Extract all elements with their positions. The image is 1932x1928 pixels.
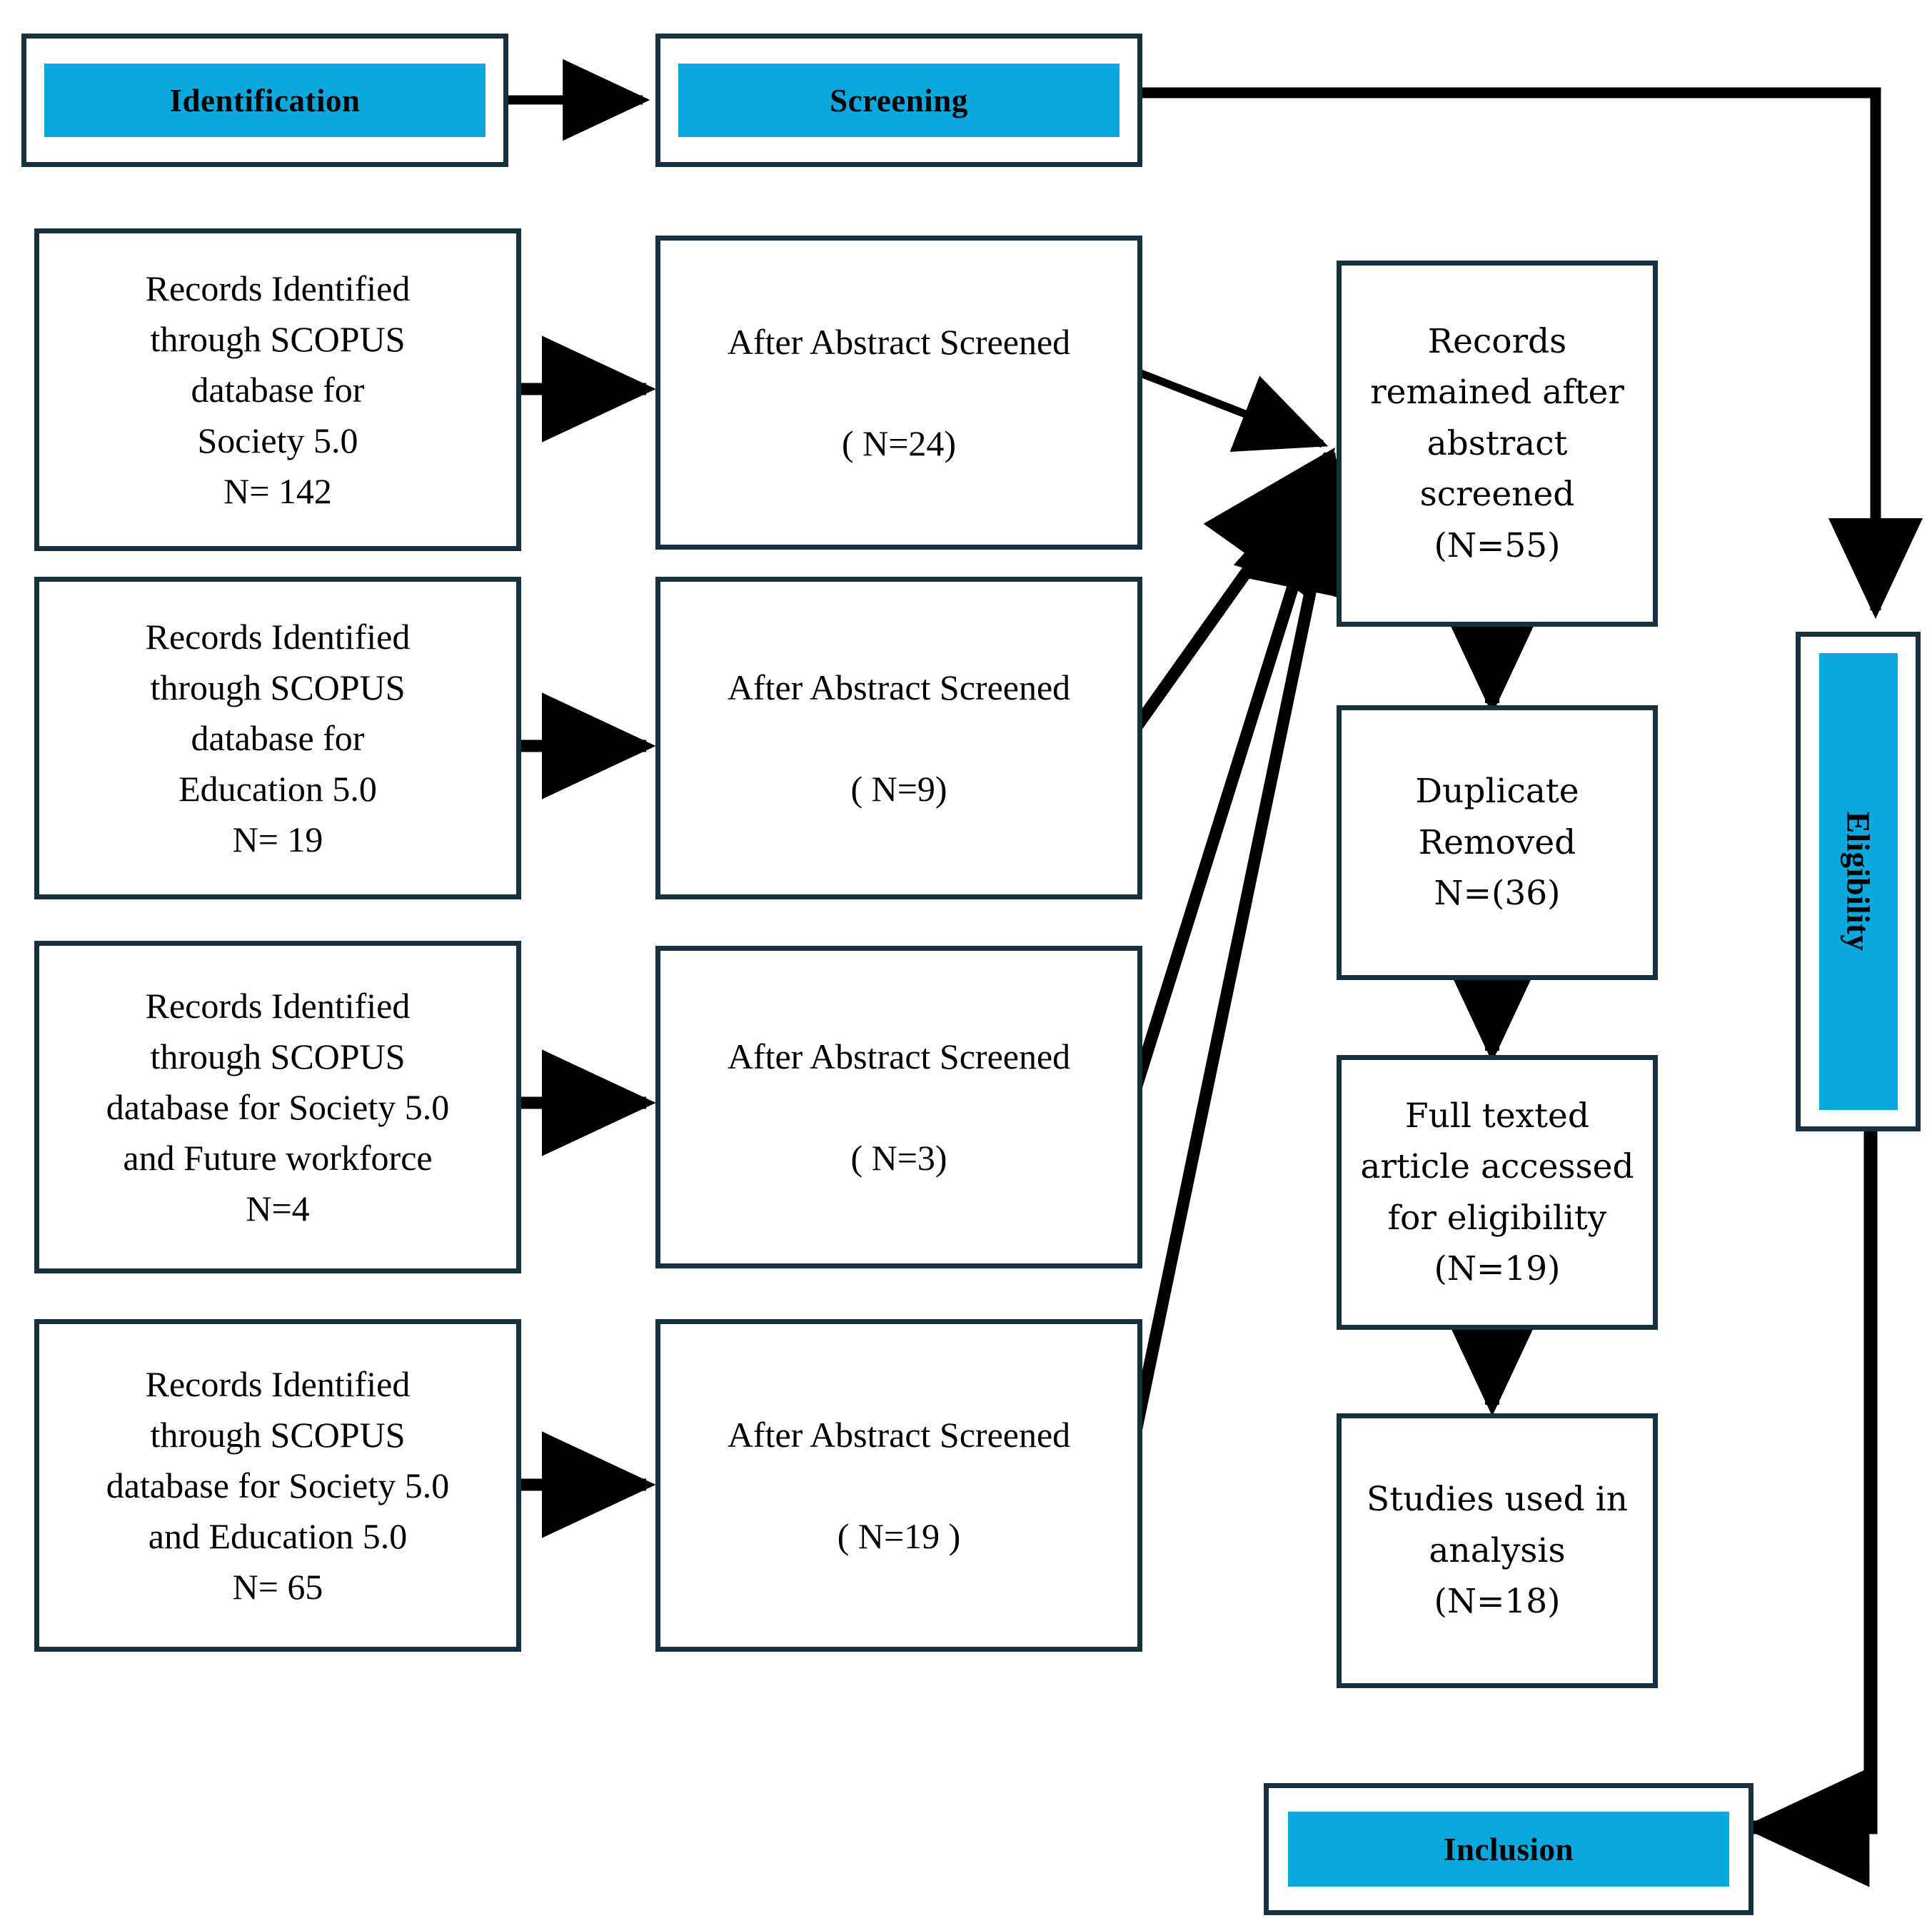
arrow-screened3-to-remained [1116, 452, 1354, 1134]
stage-header-screening: Screening [655, 34, 1142, 167]
screening-box-4-line1: After Abstract Screened [727, 1414, 1071, 1455]
arrow-eligibility-to-inclusion [1741, 1131, 1878, 1887]
screening-box-4-line2: ( N=19 ) [837, 1515, 961, 1556]
pipeline-box-studies-used: Studies used in analysis (N=18) [1337, 1413, 1658, 1688]
identification-box-2: Records Identified through SCOPUS databa… [34, 577, 521, 899]
identification-box-4-text: Records Identified through SCOPUS databa… [106, 1363, 450, 1607]
pipeline-box-studies-used-text: Studies used in analysis (N=18) [1367, 1480, 1628, 1622]
screening-box-2-line2: ( N=9) [850, 768, 947, 809]
pipeline-box-records-remained-text: Records remained after abstract screened… [1370, 321, 1624, 565]
identification-box-2-text: Records Identified through SCOPUS databa… [145, 616, 411, 859]
eligibility-label: Eligibility [1818, 653, 1898, 1110]
identification-box-1: Records Identified through SCOPUS databa… [34, 228, 521, 551]
arrow-screened4-to-remained [1122, 455, 1372, 1470]
stage-header-identification: Identification [21, 34, 508, 167]
identification-box-3: Records Identified through SCOPUS databa… [34, 941, 521, 1273]
identification-box-4: Records Identified through SCOPUS databa… [34, 1319, 521, 1652]
screening-box-1-line2: ( N=24) [841, 423, 957, 463]
pipeline-box-full-text-eligibility: Full texted article accessed for eligibi… [1337, 1055, 1658, 1330]
screening-box-3-line2: ( N=3) [850, 1137, 947, 1178]
screening-box-2: After Abstract Screened ( N=9) [655, 577, 1142, 899]
pipeline-box-records-remained: Records remained after abstract screened… [1337, 261, 1658, 627]
screening-box-4: After Abstract Screened ( N=19 ) [655, 1319, 1142, 1652]
screening-box-1-line1: After Abstract Screened [727, 321, 1071, 362]
screening-box-3: After Abstract Screened ( N=3) [655, 946, 1142, 1268]
pipeline-box-duplicate-removed-text: Duplicate Removed N=(36) [1415, 772, 1579, 914]
pipeline-box-full-text-eligibility-text: Full texted article accessed for eligibi… [1360, 1096, 1634, 1288]
arrow-screened1-to-remained [1130, 365, 1329, 452]
screening-box-3-line1: After Abstract Screened [727, 1036, 1071, 1076]
screening-box-1: After Abstract Screened ( N=24) [655, 236, 1142, 550]
inclusion-label: Inclusion [1288, 1812, 1729, 1887]
pipeline-box-duplicate-removed: Duplicate Removed N=(36) [1337, 705, 1658, 980]
stage-header-inclusion: Inclusion [1264, 1783, 1754, 1915]
arrow-screened2-to-remained [1120, 447, 1335, 747]
stage-header-eligibility: Eligibility [1796, 632, 1921, 1131]
identification-box-1-text: Records Identified through SCOPUS databa… [145, 268, 411, 511]
identification-label: Identification [44, 64, 485, 137]
screening-label: Screening [678, 64, 1120, 137]
identification-box-3-text: Records Identified through SCOPUS databa… [106, 985, 450, 1228]
screening-box-2-line1: After Abstract Screened [727, 667, 1071, 707]
